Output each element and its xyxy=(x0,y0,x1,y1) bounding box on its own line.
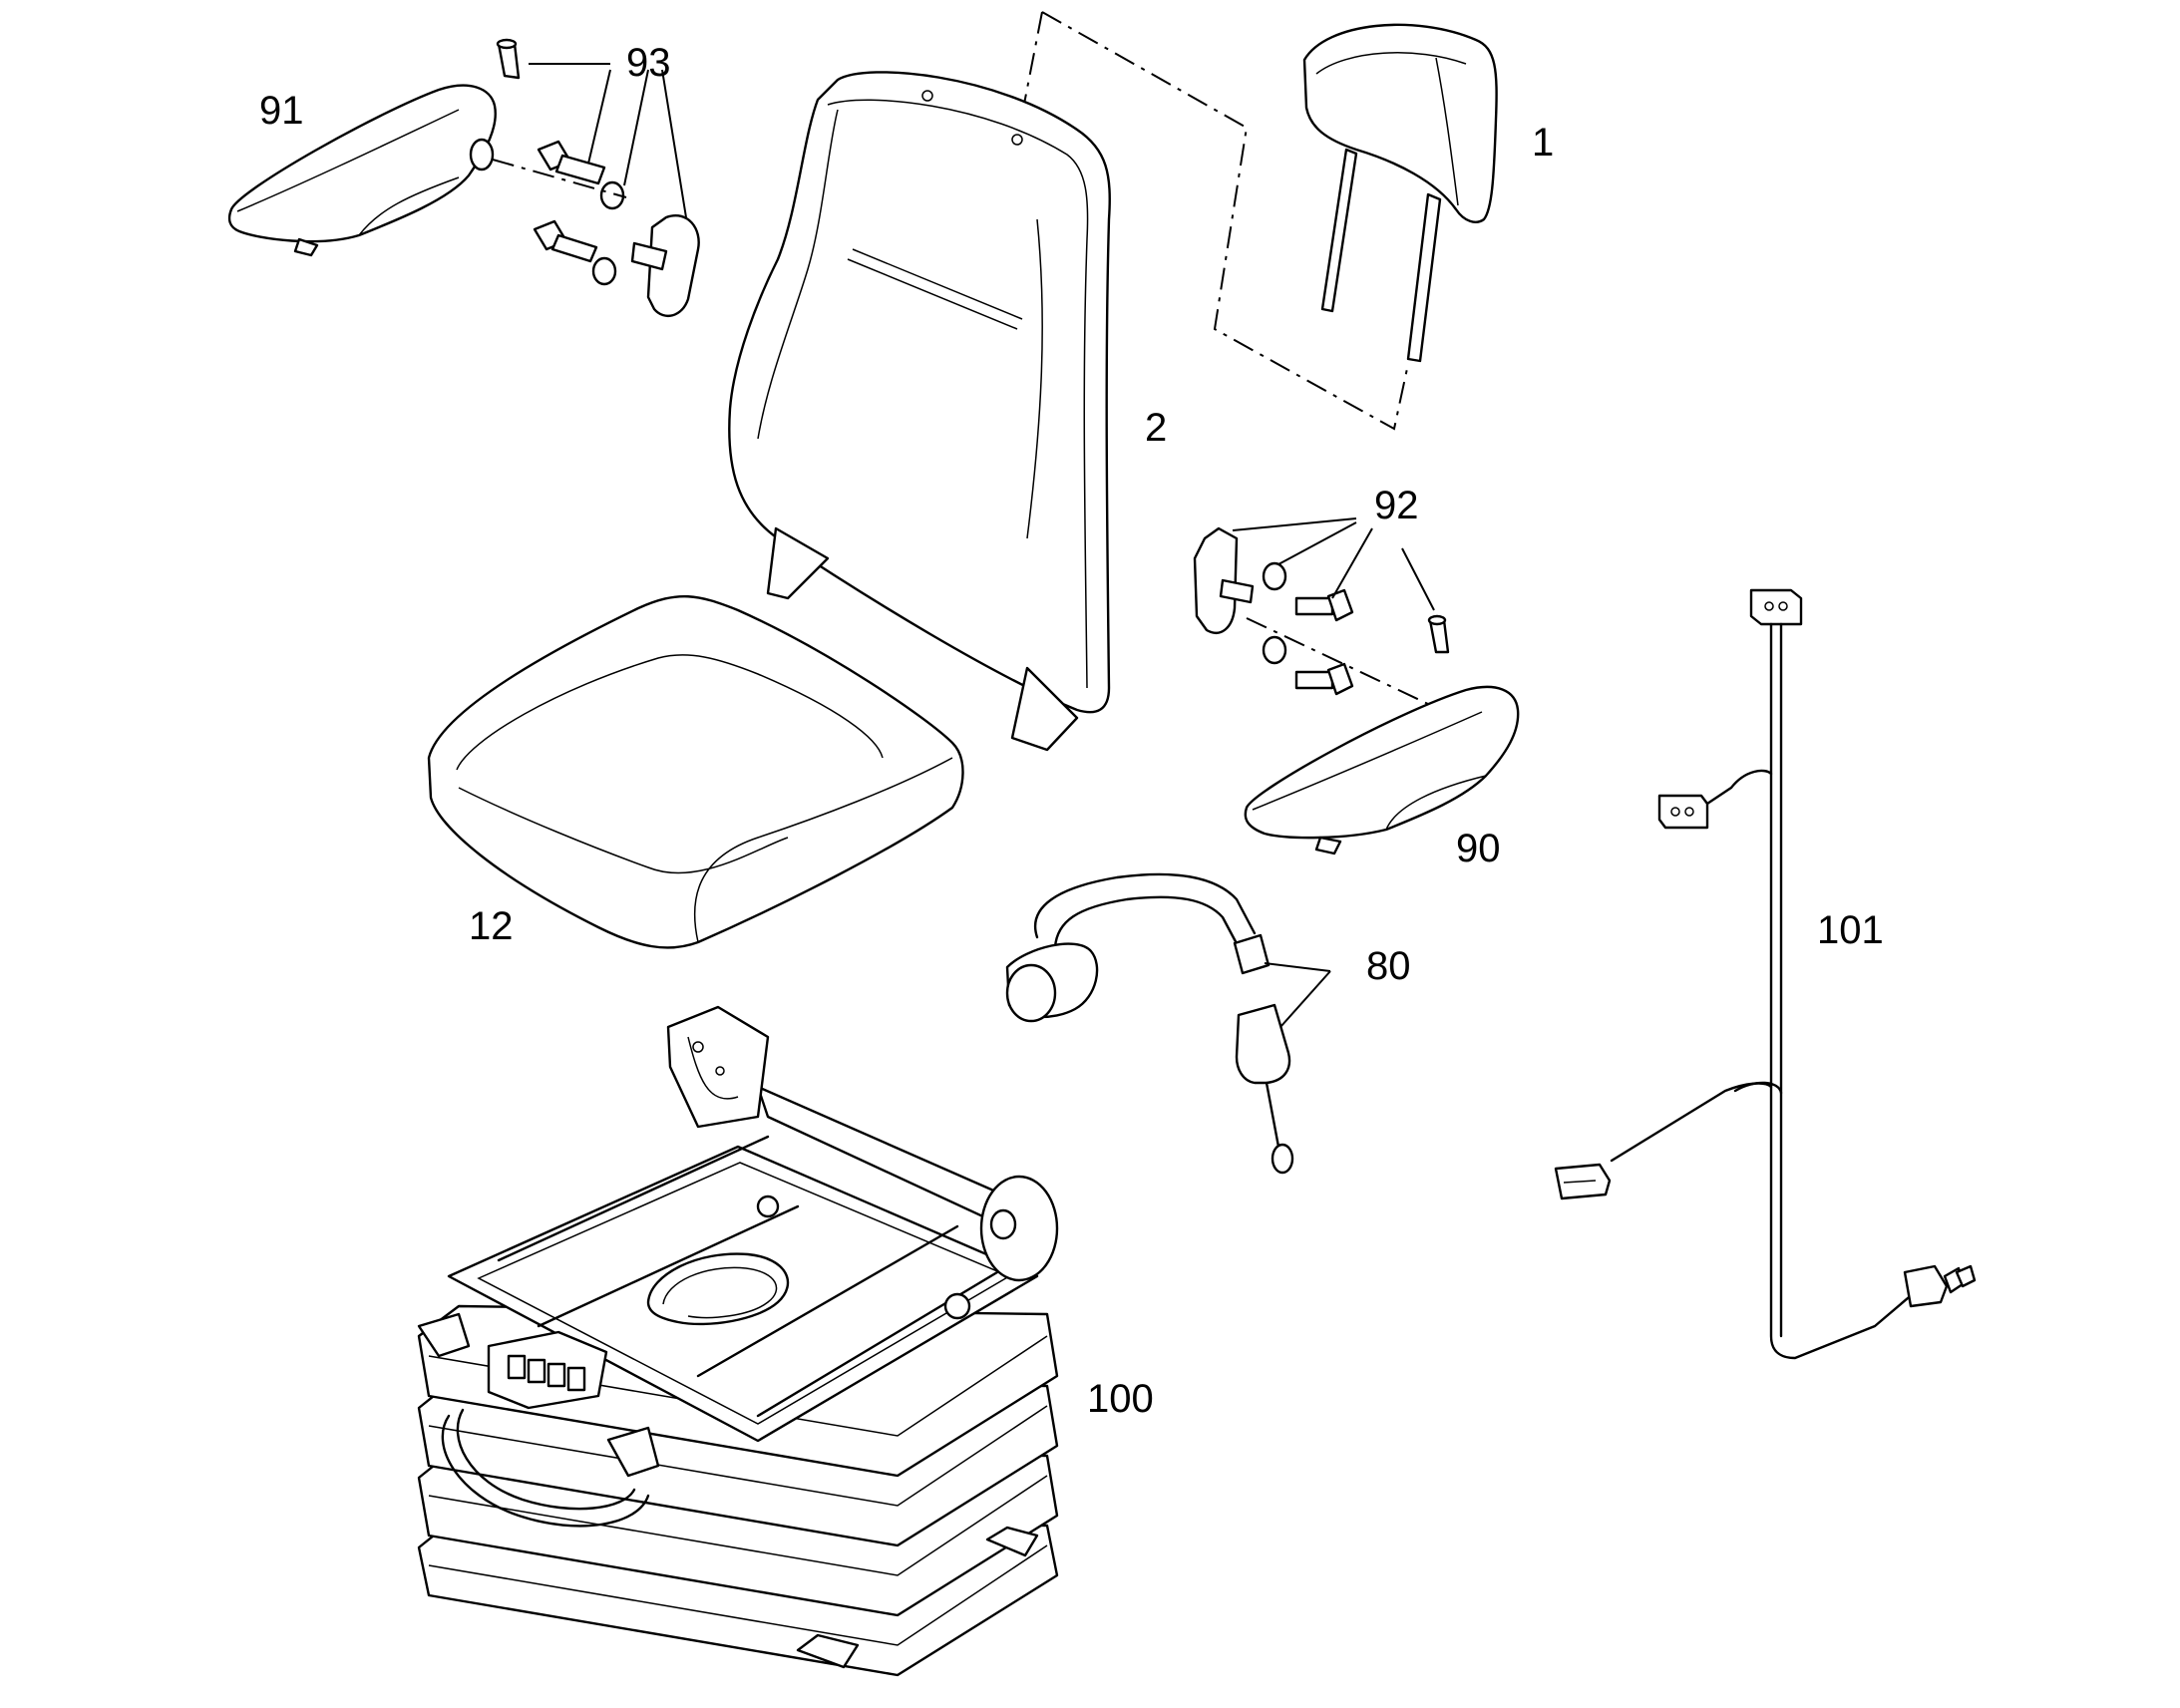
hardware-left xyxy=(492,38,700,318)
callout-91: 91 xyxy=(259,89,304,133)
headrest-fitting-line xyxy=(1016,11,1409,431)
seat-cushion xyxy=(427,594,964,949)
callout-2: 2 xyxy=(1145,406,1167,450)
wiring-harness xyxy=(1554,588,1977,1360)
headrest xyxy=(1302,23,1498,363)
callout-12: 12 xyxy=(469,904,514,948)
callout-93: 93 xyxy=(626,41,671,85)
seat-belt xyxy=(1005,872,1294,1175)
hardware-right xyxy=(1193,526,1450,705)
armrest-left xyxy=(227,84,497,257)
backrest xyxy=(728,71,1111,752)
callout-80: 80 xyxy=(1366,944,1411,988)
bolt xyxy=(533,219,598,263)
leader-92 xyxy=(1232,517,1435,611)
bolt xyxy=(537,140,606,185)
seat-suspension xyxy=(417,1005,1059,1677)
leader-93 xyxy=(529,63,687,218)
callout-1: 1 xyxy=(1532,121,1554,165)
bolt xyxy=(1294,662,1354,696)
armrest-right xyxy=(1244,685,1520,855)
callout-92: 92 xyxy=(1374,484,1419,527)
bolt xyxy=(1294,588,1354,622)
leader-80 xyxy=(1264,962,1331,1028)
callout-100: 100 xyxy=(1087,1377,1154,1421)
callout-101: 101 xyxy=(1817,908,1884,952)
callout-90: 90 xyxy=(1456,827,1501,870)
